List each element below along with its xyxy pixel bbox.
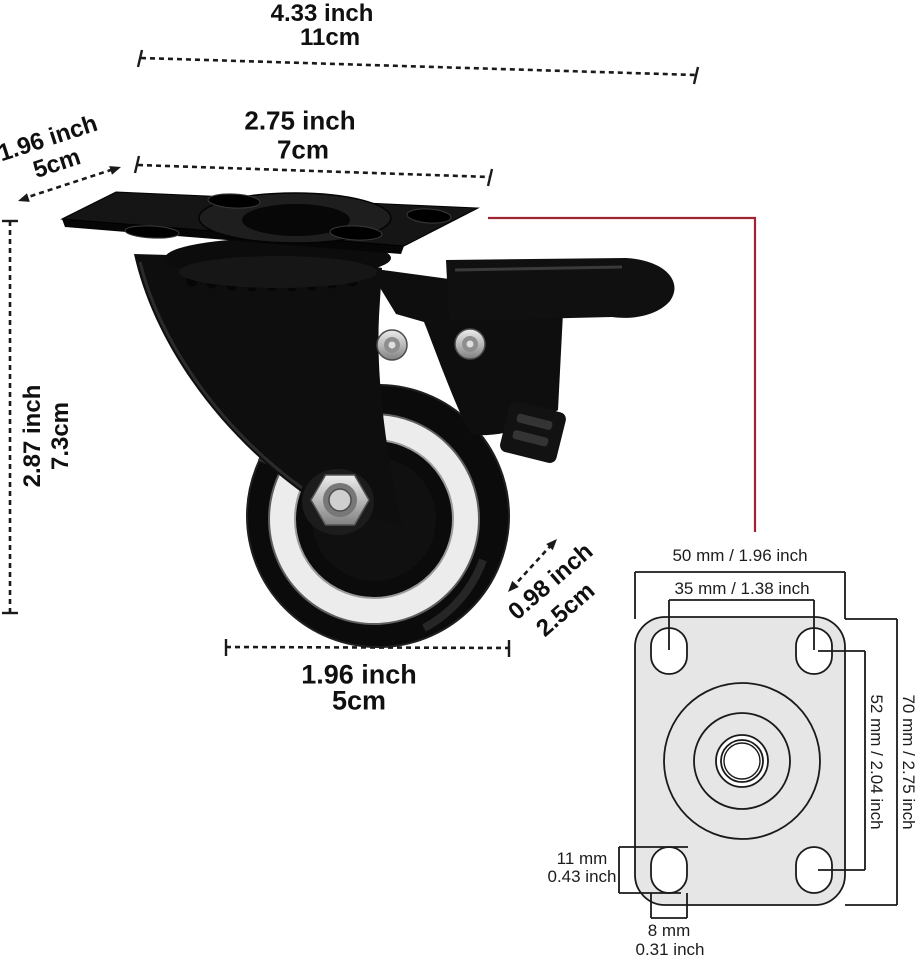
- drawing-hole-length-mm-label: 11 mm: [556, 849, 608, 868]
- rivet-right: [454, 328, 486, 360]
- drawing-plate-length-label: 70 mm / 2.75 inch: [899, 694, 916, 830]
- drawing-hole-pitch-length-label: 52 mm / 2.04 inch: [867, 694, 886, 830]
- drawing-hole-width-inch-label: 0.31 inch: [635, 940, 705, 958]
- overall-width-cm-label: 11cm: [299, 24, 361, 51]
- caster-fork: [134, 254, 402, 526]
- drawing-hole-pitch-width-label: 35 mm / 1.38 inch: [674, 579, 810, 598]
- axle-nut: [302, 469, 374, 535]
- plate-length-inch-label: 2.75 inch: [244, 105, 356, 136]
- overall-height-cm-label: 7.3cm: [47, 401, 74, 471]
- plate-technical-drawing: [618, 571, 898, 919]
- dimension-lines: [2, 49, 700, 657]
- wheel-diameter-cm-label: 5cm: [331, 685, 387, 716]
- drawing-hole-length-inch-label: 0.43 inch: [547, 867, 617, 886]
- drawing-hole-width-mm-label: 8 mm: [647, 921, 691, 940]
- red-leader-line: [488, 216, 757, 532]
- caster-photo: [60, 191, 675, 648]
- overall-width-inch-label: 4.33 inch: [270, 0, 374, 27]
- brake-lever: [446, 258, 675, 321]
- rivet-left: [376, 329, 408, 361]
- overall-height-inch-label: 2.87 inch: [19, 384, 46, 488]
- wheel-diameter-inch-label: 1.96 inch: [301, 659, 417, 690]
- plate-length-cm-label: 7cm: [276, 134, 330, 165]
- caster-top-plate: [60, 191, 480, 254]
- brake-pedal: [500, 401, 566, 463]
- drawing-plate-width-label: 50 mm / 1.96 inch: [672, 546, 808, 565]
